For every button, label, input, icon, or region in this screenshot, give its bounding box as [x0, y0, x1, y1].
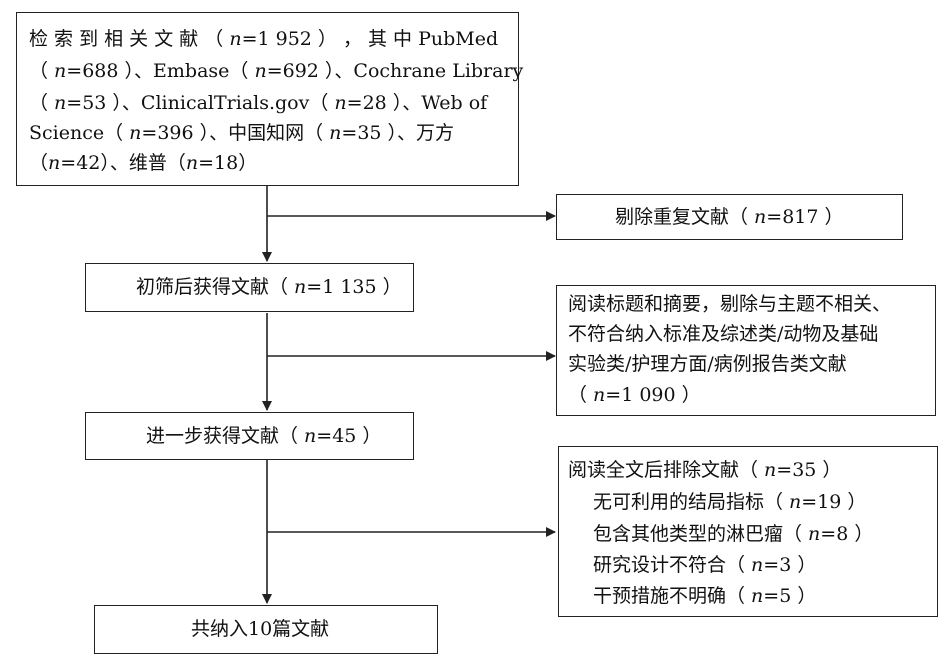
search-line-5: （n=42）、维普（n=18）: [29, 152, 258, 174]
excluded-abstract-line-1: 阅读标题和摘要，剔除与主题不相关、: [568, 293, 892, 315]
reason-item: 包含其他类型的淋巴瘤（ n=8 ）: [593, 523, 874, 545]
excluded-fulltext-title: 阅读全文后排除文献（ n=35 ）: [568, 459, 842, 481]
duplicates-text: 剔除重复文献（ n=817 ）: [615, 206, 844, 228]
duplicates-removed-box: 剔除重复文献（ n=817 ）: [556, 194, 903, 240]
further-text: 进一步获得文献（ n=45 ）: [146, 425, 382, 447]
search-line-2: （ n=688 ）、Embase（ n=692 ）、Cochrane Libra…: [29, 60, 524, 82]
reason-item: 无可利用的结局指标（ n=19 ）: [593, 491, 867, 513]
screened-box: 初筛后获得文献（ n=1 135 ）: [85, 263, 414, 312]
excluded-abstract-box: 阅读标题和摘要，剔除与主题不相关、 不符合纳入标准及综述类/动物及基础 实验类/…: [556, 285, 936, 416]
search-line-1: 检 索 到 相 关 文 献 （ n=1 952 ） ， 其 中 PubMed: [29, 28, 499, 50]
excluded-abstract-line-3: 实验类/护理方面/病例报告类文献: [568, 353, 847, 375]
reason-item: 研究设计不符合（ n=3 ）: [593, 554, 817, 576]
included-text: 共纳入10篇文献: [191, 618, 330, 640]
excluded-abstract-line-2: 不符合纳入标准及综述类/动物及基础: [568, 323, 879, 345]
search-results-box: 检 索 到 相 关 文 献 （ n=1 952 ） ， 其 中 PubMed （…: [16, 12, 523, 186]
excluded-abstract-line-4: （ n=1 090 ）: [568, 384, 701, 406]
screened-text: 初筛后获得文献（ n=1 135 ）: [136, 276, 402, 298]
excluded-fulltext-box: 阅读全文后排除文献（ n=35 ） 无可利用的结局指标（ n=19 ） 包含其他…: [558, 446, 938, 617]
search-line-3: （ n=53 ）、ClinicalTrials.gov（ n=28 ）、Web …: [29, 92, 488, 114]
search-line-4: Science（ n=396 ）、中国知网（ n=35 ）、万方: [29, 122, 455, 144]
further-box: 进一步获得文献（ n=45 ）: [85, 412, 414, 460]
reason-item: 干预措施不明确（ n=5 ）: [593, 585, 817, 607]
included-box: 共纳入10篇文献: [94, 605, 438, 654]
